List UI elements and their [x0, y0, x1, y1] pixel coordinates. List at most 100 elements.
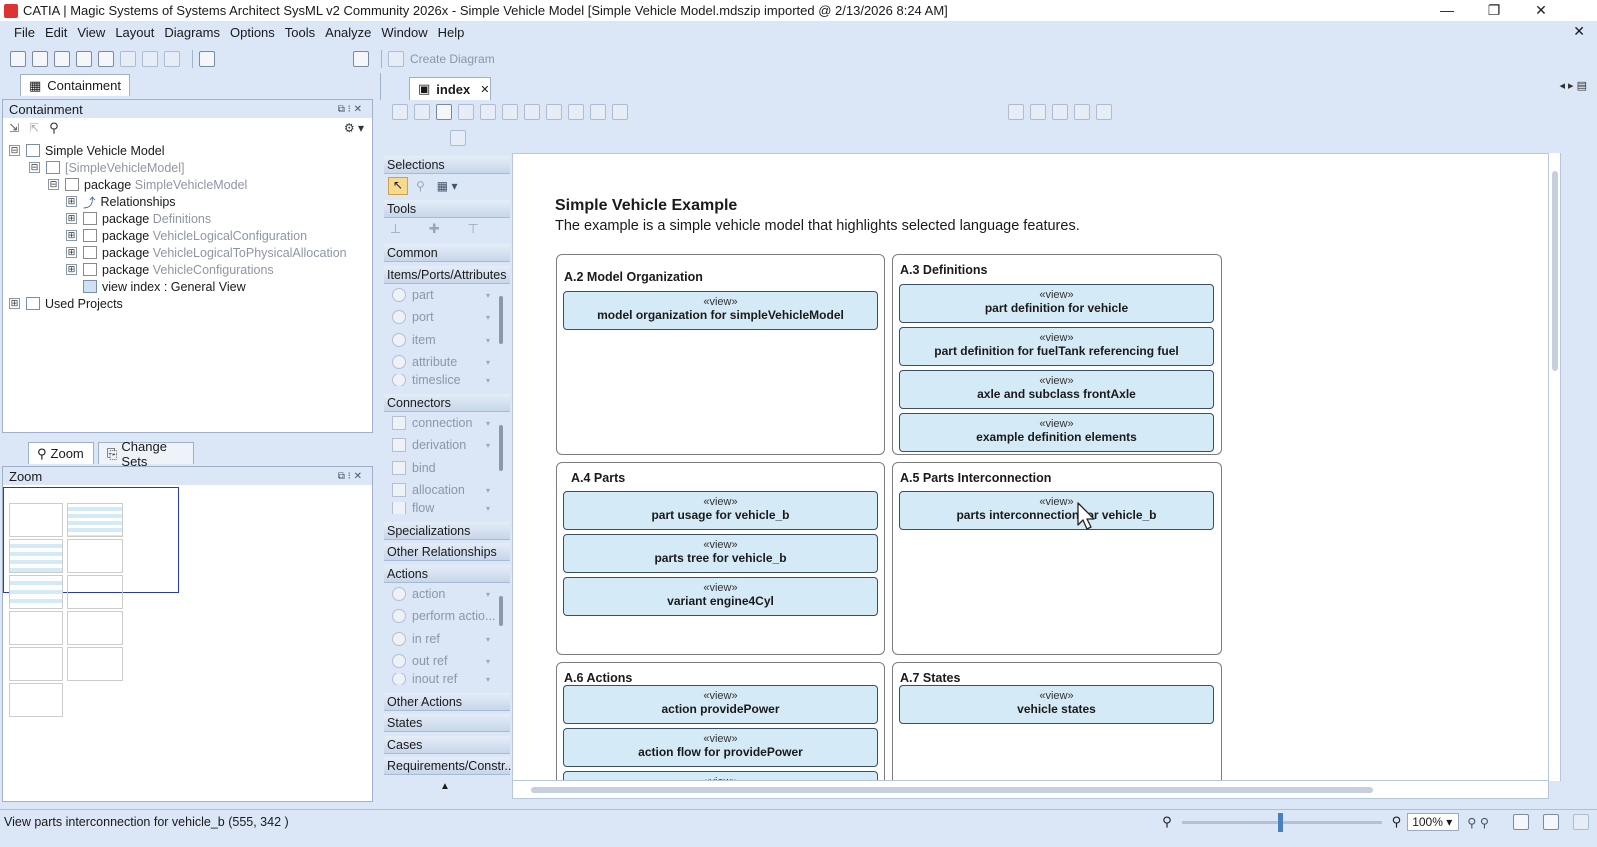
palette-tool-inout-ref[interactable]: inout ref▾ — [388, 673, 496, 685]
zoom-out-icon[interactable]: ⚲ — [1162, 814, 1172, 829]
fit-icon[interactable] — [590, 104, 606, 120]
view-parts-tree-vehicle-b[interactable]: «view» parts tree for vehicle_b — [563, 534, 878, 573]
panel-window-controls-icon[interactable]: ⧉ ⁝ ✕ — [337, 103, 362, 115]
tree-item-package-configurations[interactable]: ⊞ package VehicleConfigurations — [66, 261, 274, 278]
menu-analyze[interactable]: Analyze — [325, 25, 372, 40]
tools-icons[interactable]: ⊥ ✚ ⊤ — [390, 221, 491, 236]
expand-icon[interactable]: ⊞ — [66, 264, 77, 275]
search-icon[interactable]: ⚲ — [49, 120, 59, 135]
palette-section-cases[interactable]: Cases — [384, 736, 510, 754]
palette-tool-flow[interactable]: flow▾ — [388, 502, 496, 514]
expand-icon[interactable]: ⊞ — [66, 213, 77, 224]
pointer-icon[interactable]: ↖ — [388, 177, 408, 195]
view-action-flow-providepower[interactable]: «view» action flow for providePower — [563, 728, 878, 767]
tree-item-used-projects[interactable]: ⊞ Used Projects — [9, 295, 123, 312]
palette-tool-allocation[interactable]: allocation▾ — [388, 480, 496, 500]
tree-item-root-namespace[interactable]: ⊟ [SimpleVehicleModel] — [29, 159, 185, 176]
close-tab-icon[interactable]: ✕ — [480, 83, 490, 96]
canvas-horizontal-scrollbar[interactable] — [512, 781, 1549, 799]
palette-tool-action[interactable]: action▾ — [388, 584, 496, 604]
tree-item-relationships[interactable]: ⊞ ⤴ Relationships — [66, 193, 176, 210]
view-action-providepower[interactable]: «view» action providePower — [563, 685, 878, 724]
save-icon[interactable] — [54, 50, 70, 67]
menu-file[interactable]: File — [14, 25, 35, 40]
view-action-partial[interactable]: «view» — [563, 771, 878, 780]
palette-scroll-up-icon[interactable]: ▲ — [440, 781, 450, 792]
cut-icon[interactable] — [120, 50, 136, 67]
view-variant-engine4cyl[interactable]: «view» variant engine4Cyl — [563, 577, 878, 616]
collapse-icon[interactable]: ⇱ — [29, 121, 40, 135]
zoom-tool-icon[interactable]: ⚲ — [416, 179, 425, 193]
diagram-type-icon[interactable] — [353, 50, 369, 67]
menu-diagrams[interactable]: Diagrams — [164, 25, 220, 40]
palette-section-states[interactable]: States — [384, 714, 510, 732]
palette-tool-attribute[interactable]: attribute▾ — [388, 352, 496, 372]
more-icon[interactable] — [612, 104, 628, 120]
menu-options[interactable]: Options — [229, 25, 275, 40]
print-icon[interactable] — [98, 50, 114, 67]
undo-icon[interactable] — [142, 50, 158, 67]
palette-section-connectors[interactable]: Connectors — [384, 394, 510, 412]
tree-item-package-definitions[interactable]: ⊞ package Definitions — [66, 210, 211, 227]
expand-icon[interactable]: ⊞ — [66, 247, 77, 258]
panel-window-controls-icon[interactable]: ⧉ ⁝ ✕ — [337, 470, 362, 482]
palette-section-specializations[interactable]: Specializations — [384, 522, 510, 540]
palette-tool-item[interactable]: item▾ — [388, 330, 496, 350]
view-part-definition-vehicle[interactable]: «view» part definition for vehicle — [899, 284, 1214, 323]
view-part-definition-fueltank[interactable]: «view» part definition for fuelTank refe… — [899, 327, 1214, 366]
align-icon[interactable] — [524, 104, 540, 120]
zoom-level-field[interactable]: 100% ▾ — [1407, 813, 1460, 831]
commit-icon[interactable] — [199, 50, 215, 67]
tab-zoom[interactable]: ⚲ Zoom — [28, 442, 94, 464]
tab-navigation-icons[interactable]: ◂ ▸ ▤ — [1559, 80, 1587, 92]
distribute-icon[interactable] — [546, 104, 562, 120]
settings-status-icon[interactable] — [1573, 814, 1589, 830]
redo-icon[interactable] — [164, 50, 180, 67]
paste-icon[interactable] — [1030, 104, 1046, 120]
palette-scrollbar[interactable] — [499, 425, 503, 471]
group-model-organization[interactable]: A.2 Model Organization «view» model orga… — [556, 254, 885, 455]
vertical-scroll-thumb[interactable] — [1552, 171, 1558, 371]
zoom-viewport-frame[interactable] — [3, 487, 179, 593]
open-project-icon[interactable] — [32, 50, 48, 67]
expand-icon[interactable]: ⊞ — [9, 298, 20, 309]
palette-section-common[interactable]: Common — [384, 244, 510, 262]
collapse-icon[interactable]: ⊟ — [29, 162, 40, 173]
palette-tool-in-ref[interactable]: in ref▾ — [388, 629, 496, 649]
route-icon[interactable] — [568, 104, 584, 120]
tree-item-package-logical-config[interactable]: ⊞ package VehicleLogicalConfiguration — [66, 227, 307, 244]
menu-view[interactable]: View — [77, 25, 106, 40]
notifications-icon[interactable] — [1543, 814, 1559, 830]
view-vehicle-states[interactable]: «view» vehicle states — [899, 685, 1214, 724]
menu-help[interactable]: Help — [437, 25, 465, 40]
create-diagram-button[interactable]: Create Diagram — [388, 50, 495, 67]
print-preview-icon[interactable] — [1513, 814, 1529, 830]
palette-section-tools[interactable]: Tools — [384, 200, 510, 218]
group-states[interactable]: A.7 States «view» vehicle states — [892, 662, 1222, 780]
palette-tool-bind[interactable]: bind — [388, 458, 496, 478]
palette-tool-derivation[interactable]: derivation▾ — [388, 435, 496, 455]
palette-tool-connection[interactable]: connection▾ — [388, 413, 496, 433]
back-icon[interactable] — [392, 104, 408, 120]
palette-section-requirements[interactable]: Requirements/Constr... — [384, 757, 515, 775]
duplicate-icon[interactable] — [1074, 104, 1090, 120]
minimize-button[interactable]: — — [1440, 2, 1454, 18]
palette-scrollbar[interactable] — [499, 596, 503, 626]
save-as-icon[interactable] — [76, 50, 92, 67]
zoom-in-icon[interactable]: ⚲ — [1391, 814, 1402, 829]
close-window-button[interactable]: ✕ — [1535, 2, 1547, 18]
new-project-icon[interactable] — [10, 50, 26, 67]
horizontal-scroll-thumb[interactable] — [531, 787, 1373, 793]
palette-tool-port[interactable]: port▾ — [388, 307, 496, 327]
fill-color-icon[interactable] — [480, 104, 496, 120]
zoom-slider-knob[interactable] — [1277, 812, 1283, 832]
palette-tool-timeslice[interactable]: timeslice▾ — [388, 374, 496, 386]
view-example-definition-elements[interactable]: «view» example definition elements — [899, 413, 1214, 452]
view-parts-interconnection-vehicle-b[interactable]: «view» parts interconnection for vehicle… — [899, 491, 1214, 530]
expand-all-icon[interactable]: ⇲ — [9, 121, 20, 135]
select-grid-icon[interactable]: ▦ ▾ — [436, 179, 458, 193]
palette-tool-part[interactable]: part▾ — [388, 285, 496, 305]
line-style-icon[interactable] — [502, 104, 518, 120]
tab-index[interactable]: ▣ index ✕ — [409, 77, 491, 100]
palette-section-actions[interactable]: Actions — [384, 565, 510, 583]
